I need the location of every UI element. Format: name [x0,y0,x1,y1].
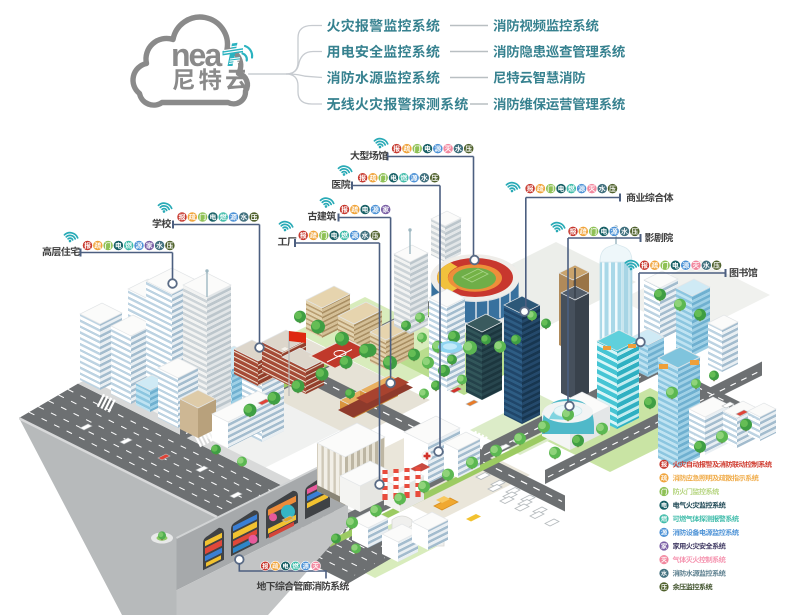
svg-text:nea: nea [171,37,222,73]
